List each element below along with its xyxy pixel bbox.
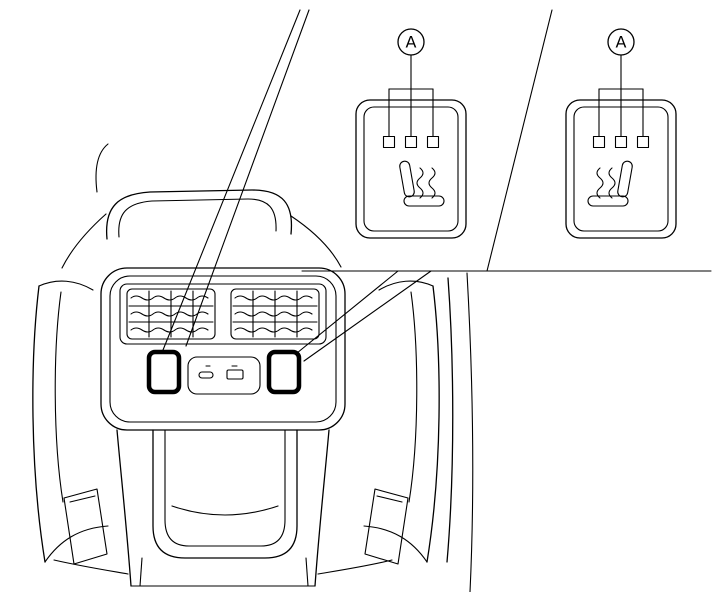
left-seat-heater-button — [146, 349, 182, 395]
right-seatbelt-buckle — [364, 488, 409, 565]
divider-line — [486, 9, 553, 272]
inset-right-heated-seat-switch: A — [565, 28, 677, 239]
rear-center-console — [61, 143, 346, 587]
right-seat-heater-button — [266, 349, 302, 395]
callout-lines — [162, 9, 712, 362]
callout-label-right: A — [616, 33, 627, 52]
console-pedestal — [116, 429, 330, 587]
heated-seat-icon-right — [587, 159, 634, 207]
storage-bin — [152, 429, 298, 559]
inset-left-heated-seat-switch: A — [355, 28, 467, 239]
left-seat — [32, 280, 109, 565]
leader-line-right-button-1 — [296, 270, 399, 354]
armrest-lid — [61, 143, 342, 269]
switch-frame-right — [565, 54, 677, 239]
leader-line-left-button-2 — [185, 9, 310, 347]
air-vent-bezel — [119, 283, 327, 345]
console-face-inner — [109, 275, 337, 423]
heated-seat-icon-left — [398, 159, 445, 207]
right-seat — [363, 280, 440, 565]
switch-frame-left — [355, 54, 467, 239]
console-face — [100, 267, 346, 431]
callout-label-left: A — [406, 33, 417, 52]
usb-a-port — [226, 369, 244, 380]
usb-panel — [187, 356, 261, 395]
seat-heater-buttons — [146, 349, 302, 395]
air-vent-right — [230, 288, 320, 340]
left-seatbelt-buckle — [63, 488, 108, 565]
usb-c-port — [198, 371, 214, 379]
floor-lines — [53, 559, 393, 575]
leader-line-left-button-1 — [162, 9, 301, 351]
usb-panel-frame — [187, 356, 261, 395]
air-vents — [119, 283, 327, 345]
leader-line-right-button-2 — [303, 270, 432, 362]
right-door-pillar — [446, 272, 474, 592]
